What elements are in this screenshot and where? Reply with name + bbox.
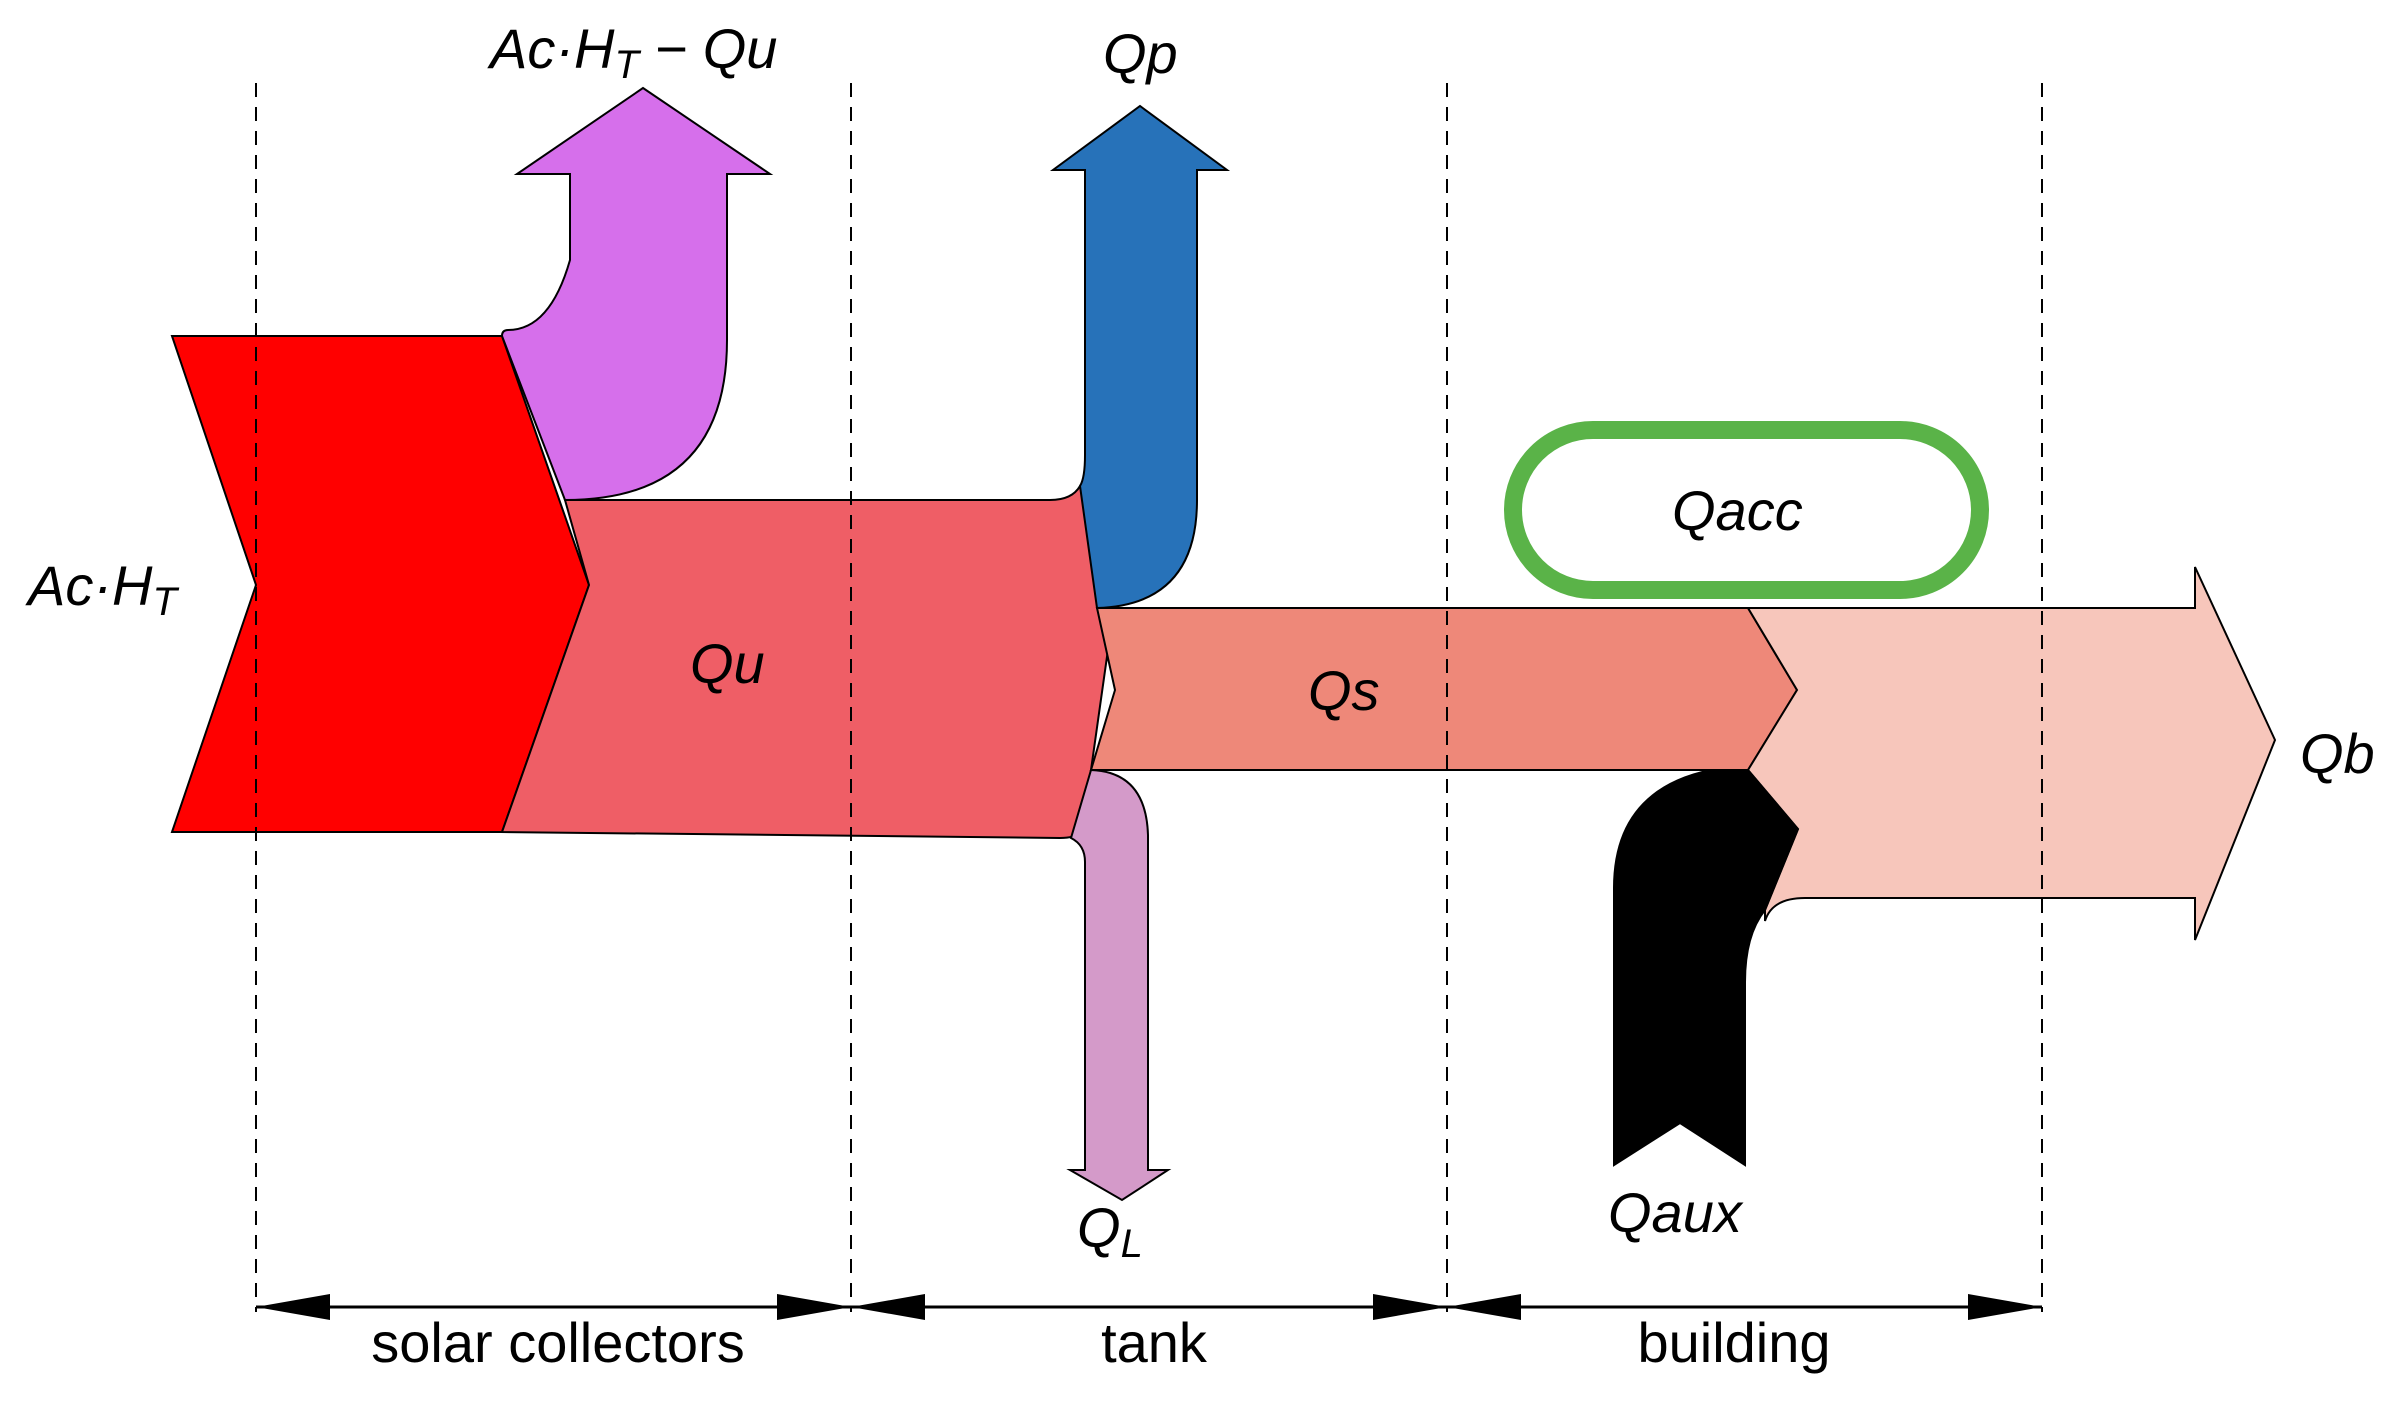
collector-loss-arrow [500, 86, 774, 502]
building-heat-arrow [1746, 566, 2277, 941]
section-dimension-line [256, 1294, 2042, 1320]
input-energy-arrow [170, 335, 591, 833]
tank-loss-label: QL [1077, 1196, 1143, 1266]
section-guides [255, 83, 2043, 1312]
arrowhead-right-1 [777, 1294, 851, 1320]
input-energy-label: Ac·HT [25, 554, 179, 624]
useful-heat-label: Qu [690, 632, 765, 695]
auxiliary-heat-arrow [1613, 769, 1800, 1167]
section-label-tank: tank [1101, 1311, 1208, 1374]
accumulation-label: Qacc [1672, 479, 1803, 542]
stored-heat-label: Qs [1308, 659, 1380, 722]
pipe-loss-arrow [1049, 104, 1231, 610]
section-label-building: building [1637, 1311, 1830, 1374]
useful-heat-arrow [500, 483, 1117, 840]
stored-heat-arrow [1089, 607, 1799, 771]
collector-loss-label: Ac·HT − Qu [487, 17, 777, 87]
auxiliary-heat-label: Qaux [1608, 1181, 1744, 1244]
pipe-loss-label: Qp [1103, 22, 1178, 85]
arrowhead-right-3 [1968, 1294, 2042, 1320]
arrowhead-right-2 [1373, 1294, 1447, 1320]
building-heat-label: Qb [2300, 722, 2375, 785]
arrowhead-left-1 [256, 1294, 330, 1320]
tank-loss-arrow [1066, 768, 1172, 1202]
accumulation-ring [1504, 421, 1989, 599]
arrowhead-left-3 [1447, 1294, 1521, 1320]
arrowhead-left-2 [851, 1294, 925, 1320]
section-label-solar-collectors: solar collectors [371, 1311, 744, 1374]
